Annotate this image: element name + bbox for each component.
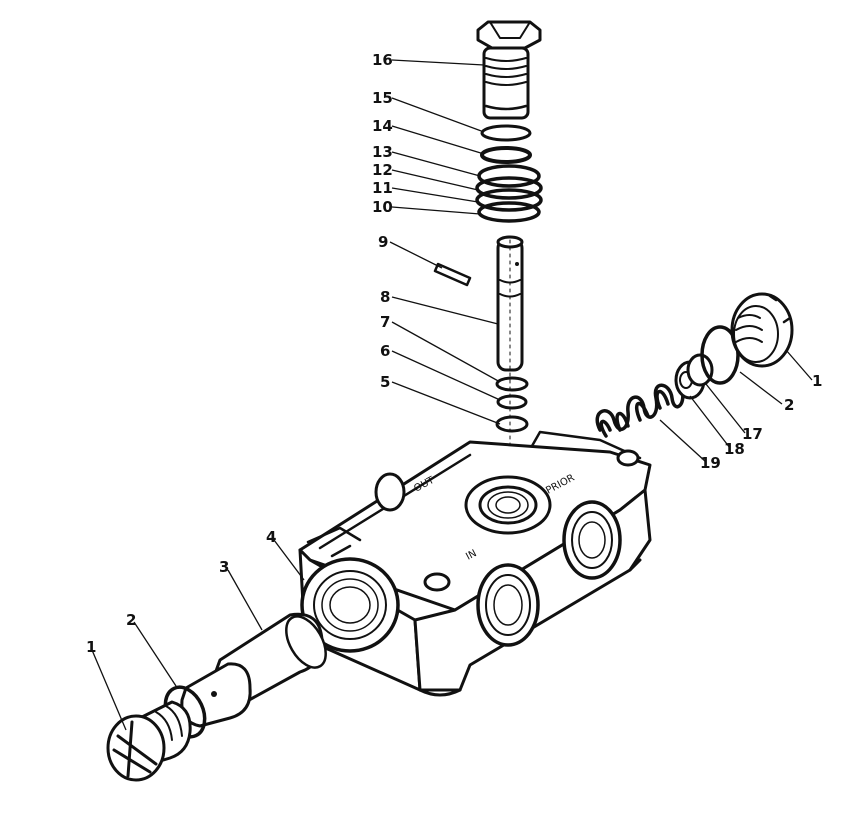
part-19-spring <box>595 383 685 438</box>
part-10-13-spring-stack <box>475 164 543 223</box>
callout-13: 13 <box>372 143 393 161</box>
callout-7: 7 <box>380 313 390 331</box>
callout-18: 18 <box>724 440 745 458</box>
part-1-right-plug <box>730 292 794 368</box>
callout-1-right: 1 <box>812 372 822 390</box>
part-9-pin <box>433 262 472 287</box>
callout-17: 17 <box>742 425 763 443</box>
callout-10: 10 <box>372 198 393 216</box>
callout-16: 16 <box>372 51 393 69</box>
part-14-ring <box>480 146 532 164</box>
part-2-right-oring <box>700 325 740 385</box>
callout-19: 19 <box>700 454 721 472</box>
callout-5: 5 <box>380 373 390 391</box>
callout-15: 15 <box>372 89 393 107</box>
part-6-ring <box>496 394 528 410</box>
part-4-valve-body <box>298 430 652 697</box>
part-7-ring <box>495 376 529 392</box>
callout-2-left: 2 <box>126 611 136 629</box>
part-16-plug <box>476 20 542 120</box>
callout-14: 14 <box>372 117 393 135</box>
callout-6: 6 <box>380 342 390 360</box>
marking-in: IN <box>464 548 478 563</box>
part-3-spool <box>180 612 327 728</box>
callouts: 16 15 14 13 12 11 10 9 8 7 6 5 4 3 2 1 1… <box>86 51 822 656</box>
leader-lines <box>91 59 813 731</box>
callout-4: 4 <box>266 528 276 546</box>
callout-8: 8 <box>380 288 390 306</box>
callout-12: 12 <box>372 161 393 179</box>
callout-2-right: 2 <box>784 396 794 414</box>
callout-11: 11 <box>372 179 393 197</box>
part-17-seat <box>686 353 714 387</box>
callout-9: 9 <box>378 233 388 251</box>
part-15-ring <box>480 124 532 142</box>
part-5-ring <box>495 415 529 433</box>
callout-1-left: 1 <box>86 638 96 656</box>
callout-3: 3 <box>219 558 229 576</box>
part-1-left-plug <box>106 700 192 782</box>
